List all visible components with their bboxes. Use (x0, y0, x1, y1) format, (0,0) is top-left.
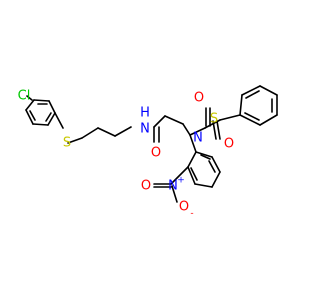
bond (164, 115, 184, 125)
bond (189, 134, 197, 153)
bond (241, 85, 261, 96)
bond (67, 137, 83, 144)
bond (259, 114, 278, 126)
bond (114, 126, 132, 137)
nitrogen-amide-atom-label: N (140, 122, 150, 137)
bond (211, 156, 221, 173)
oxygen-nitro-bottom-atom-label: O (179, 200, 189, 215)
bond (195, 151, 213, 158)
nitrogen-sulfonamide-atom-label: N (193, 131, 203, 146)
bond (244, 112, 260, 121)
sulfur-thioether-atom-label: S (63, 136, 71, 151)
chlorine-atom-label: Cl (18, 89, 31, 104)
bond (182, 123, 191, 136)
sulfur-sulfonyl-atom-label: S (210, 112, 218, 127)
bond (194, 183, 213, 188)
oxygen-nitro-left-atom-label: O (141, 179, 151, 194)
structure-drawing: Cl S N H O N S O O N + O - O (18, 85, 278, 219)
nitro-negative-charge-label: - (190, 209, 193, 219)
bond (212, 120, 217, 140)
bond (208, 160, 216, 173)
bond (216, 120, 221, 140)
bond (259, 85, 278, 96)
oxygen-sulfonyl-bottom-atom-label: O (224, 137, 234, 152)
bond (97, 127, 116, 137)
bond (33, 99, 50, 102)
bond (26, 95, 33, 101)
nitro-positive-charge-label: + (177, 176, 185, 186)
bond (47, 112, 56, 126)
oxygen-amide-atom-label: O (151, 146, 161, 161)
oxygen-sulfonyl-top-atom-label: O (194, 91, 204, 106)
bond-layer (25, 85, 278, 203)
bond (219, 114, 241, 121)
bond (25, 109, 34, 125)
bond (81, 127, 99, 139)
bond (239, 94, 243, 116)
bond (45, 112, 52, 122)
bond (153, 115, 166, 128)
bond (25, 99, 35, 111)
bond (190, 167, 198, 181)
nitrogen-nitro-atom-label: N (168, 179, 178, 194)
bond (189, 127, 206, 136)
bond (211, 171, 221, 188)
bond (29, 110, 36, 121)
atom-label-layer: Cl S N H O N S O O N + O - O (18, 89, 234, 219)
bond (187, 151, 197, 168)
bond (239, 114, 261, 126)
bond (200, 154, 211, 160)
bond (48, 100, 56, 114)
bond (170, 166, 189, 185)
bond (187, 166, 196, 185)
molecule-structure: Cl S N H O N S O O N + O - O (17, 85, 278, 219)
hydrogen-amide-atom-label: H (140, 106, 150, 121)
bond (54, 112, 64, 129)
bond (32, 123, 49, 126)
bond (245, 90, 260, 99)
bond (171, 185, 178, 203)
